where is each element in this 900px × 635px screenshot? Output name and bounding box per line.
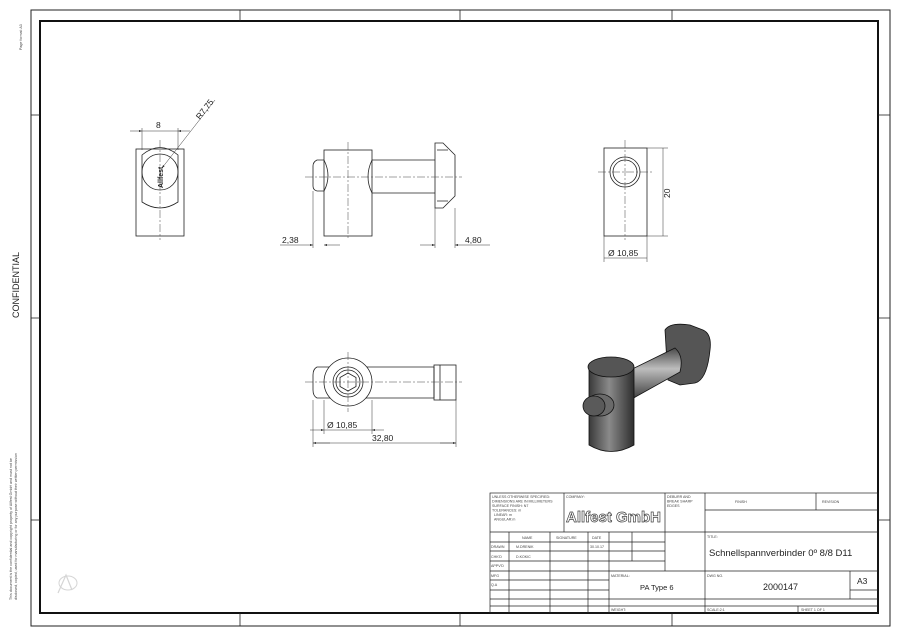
deburr-note-2: BREAK SHARP [667,500,693,504]
svg-text:ANGULAR:m: ANGULAR:m [494,518,515,522]
confidential-note-1: This document is the confidential and co… [9,458,13,600]
allfest-logo-watermark [57,573,78,594]
role-approved: APPV'D [491,564,504,568]
role-qa: Q.A [491,583,498,587]
revision-label: REVISION [822,500,840,504]
svg-text:TOLERANCES: m: TOLERANCES: m [492,509,521,513]
drawn-date: 30.10.17 [590,545,604,549]
header-date: DATE [592,536,602,540]
company-label: COMPANY: [566,495,585,499]
title-label: TITLE: [707,535,718,539]
dim-height: 20 [662,188,672,198]
deburr-note-3: EDGES [667,504,680,508]
sheet-frame [30,9,891,627]
front-view: Allfest 8 R7,75 [130,97,216,240]
header-name: NAME [522,536,533,540]
side-view: 2,38 4,80 [280,142,490,248]
role-checked: CHK'D [491,555,502,559]
weight-label: WEIGHT: [611,608,626,612]
isometric-view [582,323,711,452]
confidential-note-2: disclosed, copied, used for manufacturin… [14,453,18,600]
role-mfg: MFG [491,574,499,578]
header-signature: SIGNATURE [556,536,577,540]
svg-text:SURFACE FINISH: N7: SURFACE FINISH: N7 [492,504,528,508]
title-block: UNLESS OTHERWISE SPECIFIED: DIMENSIONS A… [489,492,879,614]
dim-top-diameter: Ø 10,85 [327,420,358,430]
svg-text:DIMENSIONS ARE IN MILLIMETERS: DIMENSIONS ARE IN MILLIMETERS [492,500,553,504]
page-format-label: Page format: A3 [19,24,23,50]
drawn-name: M.DRENIK [516,545,534,549]
material-label: MATERIAL: [611,574,630,578]
dim-radius: R7,75 [194,97,216,121]
top-view: Ø 10,85 32,80 [305,352,462,447]
scale-label: SCALE:2:1 [707,608,725,612]
drawing-number: 2000147 [763,582,798,592]
sheet-number: SHEET 1 OF 1 [801,608,825,612]
dim-length: 32,80 [372,433,394,443]
material-value: PA Type 6 [640,583,674,592]
role-drawn: DRAWN [491,545,505,549]
right-view: 20 Ø 10,85 [598,140,672,262]
sheet-size: A3 [857,576,868,586]
dim-diameter: Ø 10,85 [608,248,639,258]
svg-text:LINEAR: m: LINEAR: m [494,513,512,517]
company-name: Allfest GmbH [566,509,661,526]
checked-name: D.KOKIC [516,555,531,559]
drawing-title: Schnellspannverbinder 0º 8/8 D11 [709,548,852,559]
svg-text:UNLESS OTHERWISE SPECIFIED:: UNLESS OTHERWISE SPECIFIED: [492,495,550,499]
finish-label: FINISH [735,500,747,504]
dim-right: 4,80 [465,235,482,245]
engraving-text: Allfest [158,166,165,188]
dim-left: 2,38 [282,235,299,245]
tolerance-note: UNLESS OTHERWISE SPECIFIED: DIMENSIONS A… [492,495,553,522]
confidential-label: CONFIDENTIAL [11,252,21,318]
dim-width: 8 [156,120,161,130]
deburr-note-1: DEBURR AND [667,495,691,499]
dwg-label: DWG NO. [707,574,723,578]
